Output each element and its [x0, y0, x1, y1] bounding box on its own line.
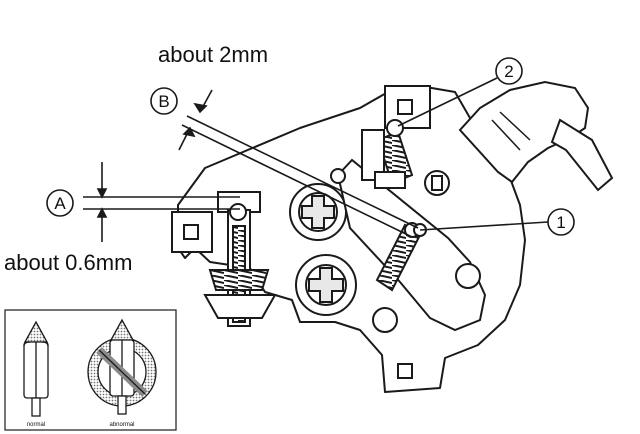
mounting-tabs: [171, 85, 431, 379]
adjusting-screw-2: [361, 119, 414, 189]
dimension-a: [83, 162, 240, 242]
callout-2: 2: [495, 57, 523, 85]
callout-a-label: A: [54, 194, 66, 213]
abnormal-label: abnormal: [109, 422, 134, 428]
needle-inset: normal abnormal: [4, 309, 177, 431]
callout-b-label: B: [158, 92, 169, 111]
float-needle-assembly: [203, 191, 277, 327]
inlet-pipe: [458, 80, 614, 192]
normal-label: normal: [27, 422, 45, 428]
callout-b: B: [150, 87, 178, 115]
gap-a-measure-label: about 0.6mm: [4, 250, 132, 275]
abnormal-needle-icon: [87, 318, 157, 415]
hex-socket: [424, 170, 450, 196]
adjusting-screw-head-upper: [289, 183, 347, 241]
normal-needle-icon: [23, 320, 49, 417]
gap-b-measure-label: about 2mm: [158, 42, 268, 67]
callout-leaders: [397, 77, 549, 231]
callout-a: A: [46, 189, 74, 217]
callout-2-label: 2: [504, 62, 513, 81]
adjusting-screw-head-lower: [295, 254, 357, 316]
dimension-b: [178, 89, 419, 238]
callout-1: 1: [547, 208, 575, 236]
callout-1-label: 1: [556, 213, 565, 232]
